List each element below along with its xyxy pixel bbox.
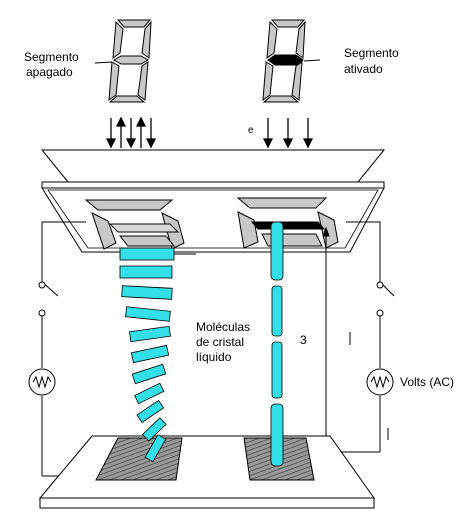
ac-source-right: [366, 368, 394, 396]
label-molecules-line2: de cristal: [196, 335, 245, 349]
gap-dimension: [322, 226, 389, 466]
aligned-molecules: [270, 221, 284, 467]
light-arrows-left: [105, 116, 157, 149]
molecule: [129, 325, 171, 343]
top-polarizer-edge: [41, 181, 385, 189]
label-molecules-line1: Moléculas: [196, 320, 251, 334]
ac-source-left: [28, 368, 56, 396]
label-segment-off-line2: apagado: [26, 65, 73, 79]
molecule: [270, 221, 284, 281]
molecule: [130, 344, 170, 364]
digit-off: [108, 19, 152, 103]
twisted-molecules: [119, 247, 196, 463]
label-segment-on-line1: Segmento: [344, 46, 399, 60]
circuit-right: [308, 221, 395, 453]
label-segment-off-line1: Segmento: [24, 50, 79, 64]
molecule: [270, 403, 284, 467]
label-volts: Volts (AC): [400, 375, 455, 389]
molecule: [271, 285, 283, 337]
label-marker-3: 3: [300, 333, 307, 347]
molecule: [121, 285, 173, 300]
top-segment-electrodes-left: [84, 199, 185, 250]
molecule: [131, 363, 167, 385]
label-marker-e: e: [248, 125, 254, 136]
digit-on: [262, 19, 306, 103]
circuit-left: [38, 221, 96, 477]
pointer-segment-on: [303, 59, 321, 62]
molecule: [119, 265, 173, 279]
molecule: [142, 417, 167, 442]
molecule: [271, 341, 283, 399]
molecule: [125, 306, 171, 322]
bottom-glass-edge: [39, 497, 375, 509]
bottom-glass-plate: [38, 435, 375, 499]
label-molecules-line3: líquido: [196, 350, 232, 364]
top-polarizer: [40, 149, 386, 183]
light-arrows-right: [262, 118, 314, 149]
molecule: [134, 382, 165, 405]
molecule: [136, 399, 165, 423]
molecule: [119, 247, 175, 261]
pointer-segment-off: [94, 61, 113, 64]
molecule: [144, 434, 167, 463]
label-segment-on-line2: ativado: [344, 62, 383, 76]
